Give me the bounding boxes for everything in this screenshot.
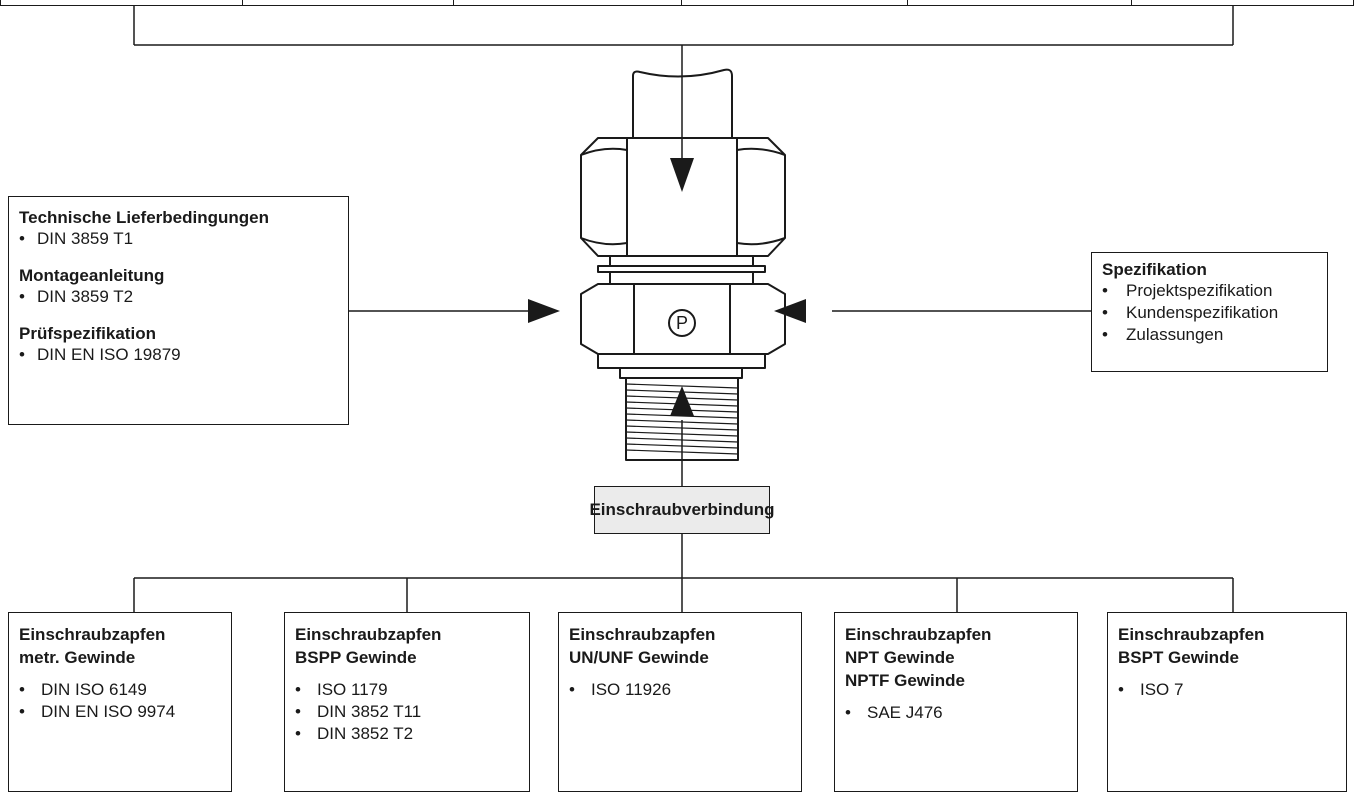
group-title: Prüfspezifikation — [19, 324, 156, 343]
box-title: Einschraubzapfen UN/UNF Gewinde — [569, 623, 791, 669]
arrow-down-icon — [670, 158, 694, 192]
assembly-instructions-group: Montageanleitung DIN 3859 T2 — [19, 265, 338, 308]
box-title: Einschraubzapfen NPT Gewinde NPTF Gewind… — [845, 623, 1067, 692]
list-item: ISO 1179 — [295, 679, 519, 701]
list-item: DIN 3859 T2 — [19, 286, 338, 308]
center-label-text: Einschraubverbindung — [589, 500, 775, 519]
title-line: Einschraubzapfen — [569, 625, 716, 644]
box-title: Einschraubzapfen BSPT Gewinde — [1118, 623, 1336, 669]
title-line: UN/UNF Gewinde — [569, 648, 709, 667]
title-line: metr. Gewinde — [19, 648, 136, 667]
screw-connection-label: Einschraubverbindung — [589, 486, 775, 534]
delivery-conditions-group: Technische Lieferbedingungen DIN 3859 T1 — [19, 207, 338, 250]
title-line: BSPT Gewinde — [1118, 648, 1239, 667]
test-specification-group: Prüfspezifikation DIN EN ISO 19879 — [19, 323, 338, 366]
diagram-connectors — [133, 6, 1234, 612]
list-item: Projektspezifikation — [1102, 280, 1317, 302]
list-item: DIN 3852 T2 — [295, 723, 519, 745]
title-line: BSPP Gewinde — [295, 648, 417, 667]
title-line: NPT Gewinde — [845, 648, 955, 667]
group-title: Montageanleitung — [19, 266, 165, 285]
arrow-up-icon — [670, 386, 694, 416]
stud-bspt-thread-box: Einschraubzapfen BSPT Gewinde ISO 7 — [1107, 612, 1347, 792]
list-item: DIN EN ISO 9974 — [19, 701, 221, 723]
list-item: DIN 3852 T11 — [295, 701, 519, 723]
title-line: Einschraubzapfen — [845, 625, 992, 644]
part-marking-letter: P — [675, 313, 688, 333]
group-title: Technische Lieferbedingungen — [19, 208, 269, 227]
title-line: Einschraubzapfen — [1118, 625, 1265, 644]
list-item: DIN EN ISO 19879 — [19, 344, 338, 366]
stud-bspp-thread-box: Einschraubzapfen BSPP Gewinde ISO 1179 D… — [284, 612, 530, 792]
stud-npt-thread-box: Einschraubzapfen NPT Gewinde NPTF Gewind… — [834, 612, 1078, 792]
stud-metric-thread-box: Einschraubzapfen metr. Gewinde DIN ISO 6… — [8, 612, 232, 792]
marking-circle — [668, 309, 696, 337]
box-title: Einschraubzapfen metr. Gewinde — [19, 623, 221, 669]
list-item: SAE J476 — [845, 702, 1067, 724]
stud-un-unf-thread-box: Einschraubzapfen UN/UNF Gewinde ISO 1192… — [558, 612, 802, 792]
list-item: ISO 7 — [1118, 679, 1336, 701]
arrow-right-icon — [528, 299, 560, 323]
standards-box: Technische Lieferbedingungen DIN 3859 T1… — [8, 196, 349, 425]
list-item: DIN 3859 T1 — [19, 228, 338, 250]
title-line: Einschraubzapfen — [295, 625, 442, 644]
box-title: Einschraubzapfen BSPP Gewinde — [295, 623, 519, 669]
title-line: NPTF Gewinde — [845, 671, 965, 690]
specification-box: Spezifikation Projektspezifikation Kunde… — [1091, 252, 1328, 372]
arrow-left-icon — [774, 299, 806, 323]
box-title: Spezifikation — [1102, 260, 1207, 279]
title-line: Einschraubzapfen — [19, 625, 166, 644]
list-item: Zulassungen — [1102, 324, 1317, 346]
list-item: Kundenspezifikation — [1102, 302, 1317, 324]
list-item: ISO 11926 — [569, 679, 791, 701]
list-item: DIN ISO 6149 — [19, 679, 221, 701]
